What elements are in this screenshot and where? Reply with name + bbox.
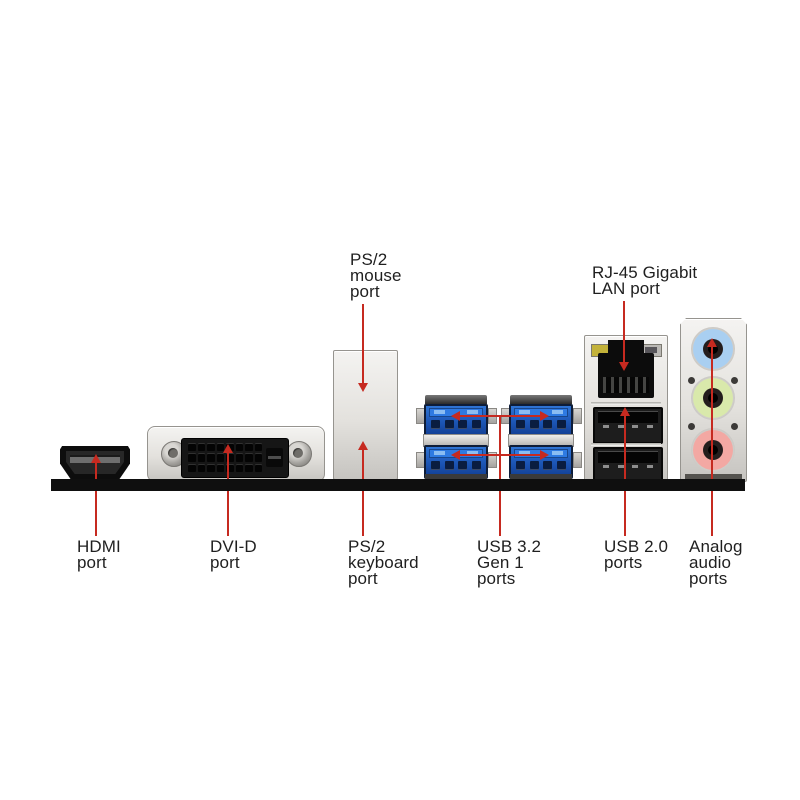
callout-arrow-usb32-bottomleft	[451, 450, 460, 460]
callout-arrow-dvid	[223, 444, 233, 453]
audio-line-in-jack	[691, 327, 735, 371]
audio-line-out-jack	[691, 376, 735, 420]
dvi-connector	[181, 438, 289, 478]
callout-line-usb20	[624, 414, 626, 536]
usb32-stack-right	[508, 395, 574, 481]
audio-module	[680, 318, 747, 482]
callout-line-audio	[711, 345, 713, 536]
callout-arrow-ps2-mouse	[358, 383, 368, 392]
usb-mount-tab	[573, 408, 582, 424]
usb-mount-tab	[488, 452, 497, 468]
label-analog-audio-ports: Analog audio ports	[689, 537, 743, 588]
usb32-port	[424, 404, 488, 438]
ps2-module	[333, 350, 398, 480]
usb32-port	[509, 404, 573, 438]
label-ps2-keyboard-port: PS/2 keyboard port	[348, 537, 419, 588]
callout-line-ps2-keyboard	[362, 448, 364, 536]
callout-line-usb32	[499, 415, 501, 536]
dvi-blade-slot	[266, 448, 283, 467]
callout-line-rj45	[623, 301, 625, 364]
callout-arrow-audio	[707, 338, 717, 347]
callout-arrow-usb20	[620, 407, 630, 416]
screw-dot	[731, 423, 738, 430]
label-ps2-mouse-port: PS/2 mouse port	[350, 250, 402, 301]
usb-stack-cap	[510, 395, 572, 404]
dvi-d-port	[147, 426, 325, 482]
screw-dot	[688, 377, 695, 384]
screw-dot	[688, 423, 695, 430]
callout-line-hdmi	[95, 461, 97, 536]
callout-arrow-usb32-topleft	[451, 411, 460, 421]
rj45-contacts	[603, 377, 649, 393]
usb-stack-foot	[510, 474, 572, 481]
callout-arrow-rj45	[619, 362, 629, 371]
module-groove	[591, 443, 661, 446]
label-usb20-ports: USB 2.0 ports	[604, 537, 669, 572]
screw-icon	[286, 441, 312, 467]
callout-arrow-usb32-topright	[540, 411, 549, 421]
usb-stack-cap	[425, 395, 487, 404]
module-groove	[591, 402, 661, 405]
label-usb32-ports: USB 3.2 Gen 1 ports	[477, 537, 542, 588]
callout-line-ps2-mouse	[362, 304, 364, 385]
callout-arrow-hdmi	[91, 454, 101, 463]
callout-arrow-ps2-keyboard	[358, 441, 368, 450]
callout-arrow-usb32-bottomright	[540, 450, 549, 460]
audio-mic-jack	[691, 428, 735, 472]
motherboard-panel-edge	[51, 479, 745, 491]
screw-dot	[731, 377, 738, 384]
usb20-port	[593, 447, 663, 484]
label-dvid-port: DVI-D port	[210, 537, 257, 572]
label-hdmi-port: HDMI port	[77, 537, 121, 572]
usb-mount-tab	[573, 452, 582, 468]
usb32-stack-left	[423, 395, 489, 481]
audio-module-foot	[685, 474, 742, 480]
rj45-clip-slot	[608, 340, 644, 356]
rj45-lan-port	[598, 353, 654, 398]
label-rj45-lan-port: RJ-45 Gigabit LAN port	[592, 263, 698, 298]
callout-line-dvid	[227, 451, 229, 536]
lan-usb2-module	[584, 335, 668, 484]
usb-stack-foot	[425, 474, 487, 481]
